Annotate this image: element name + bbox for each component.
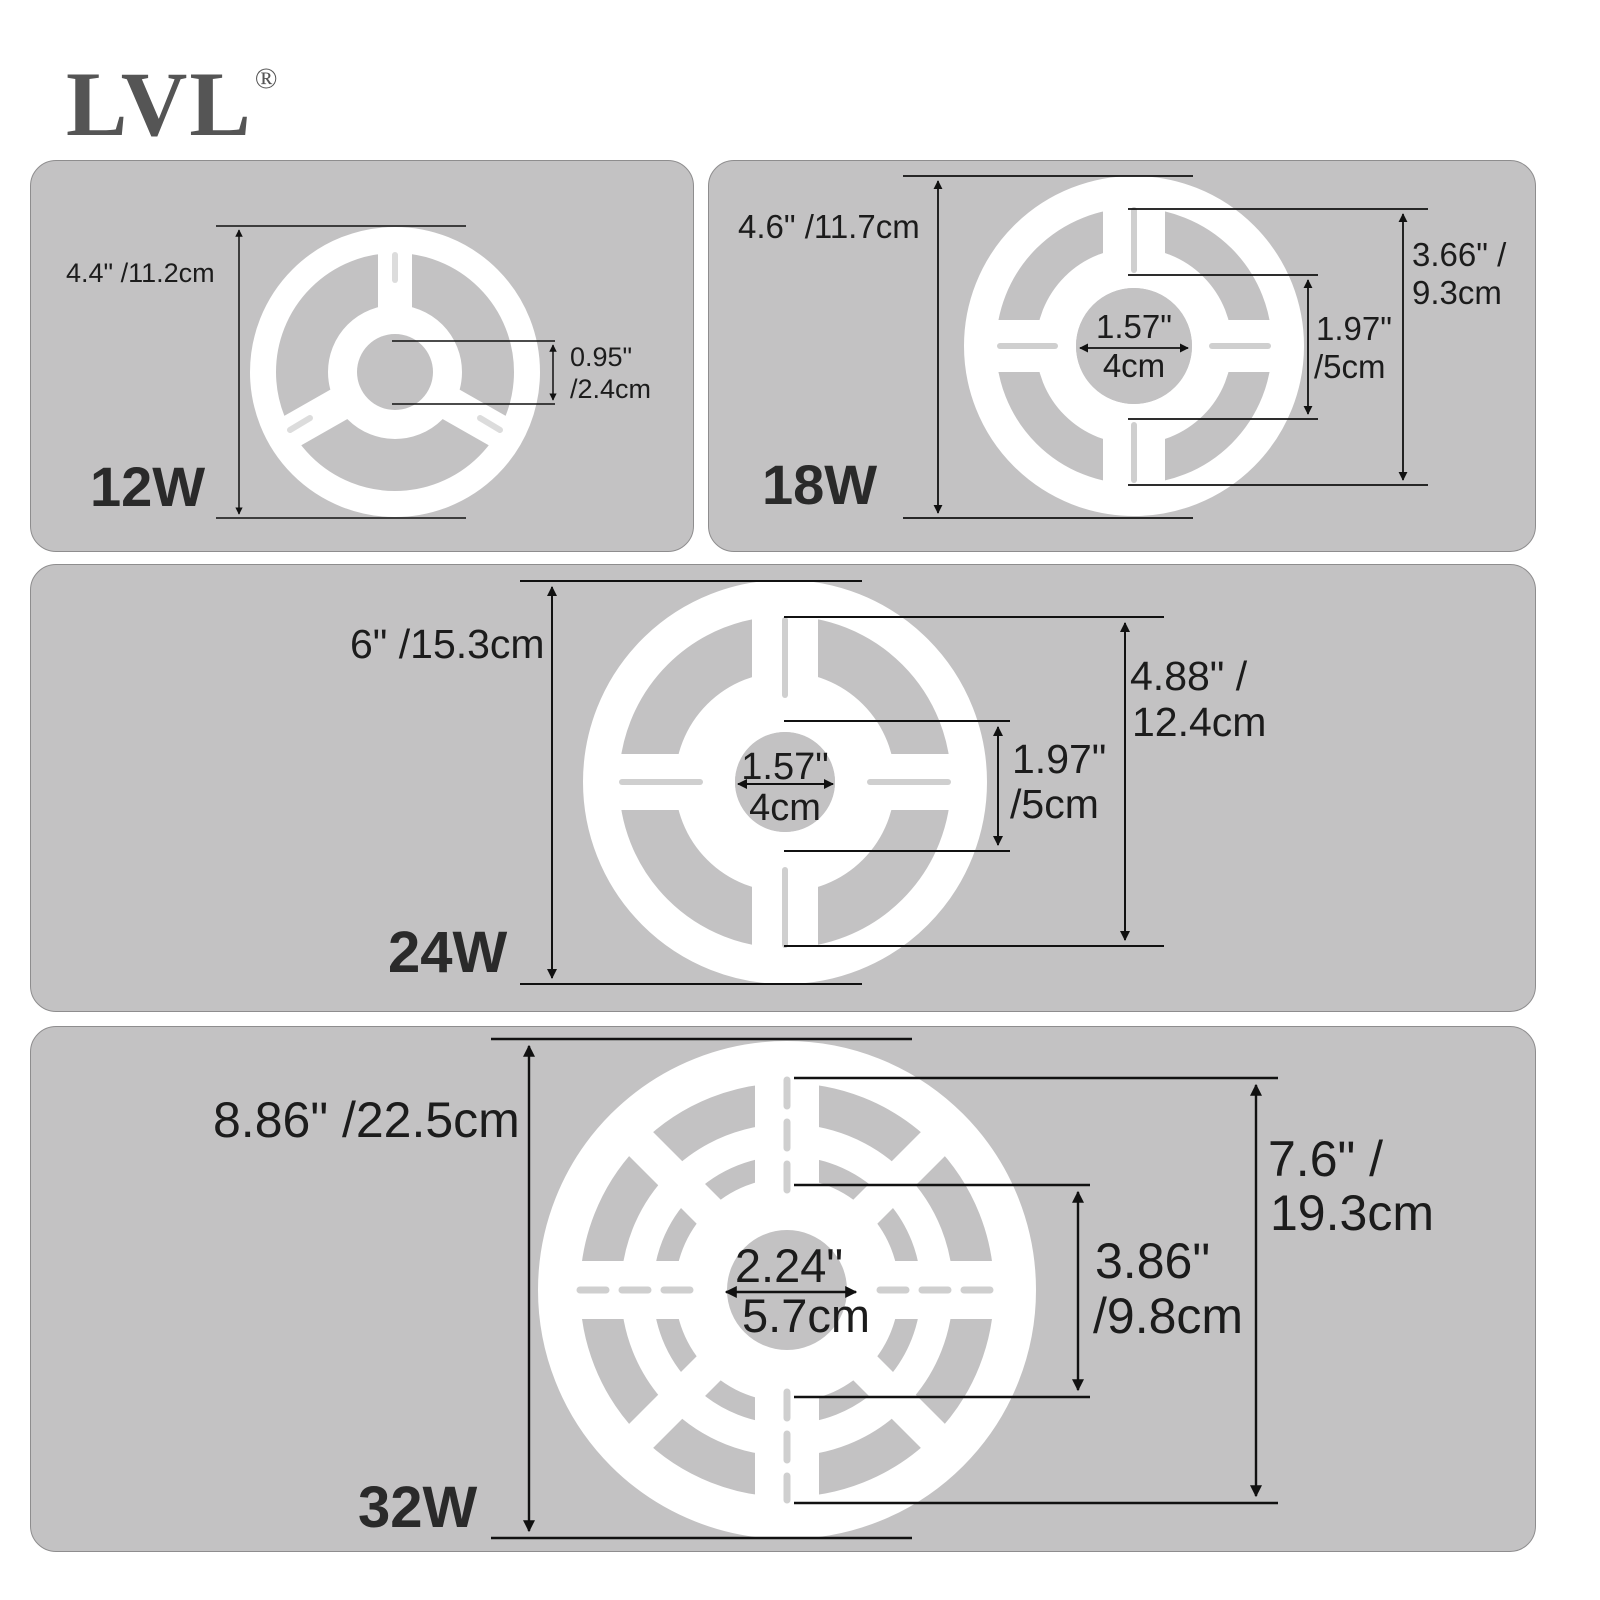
- mount-span-label-18w-a: 1.97": [1316, 310, 1392, 347]
- wattage-label-32w: 32W: [358, 1475, 478, 1540]
- center-hole-label-24w-b: 4cm: [749, 787, 821, 829]
- outer-diameter-label-12w: 4.4" /11.2cm: [66, 258, 215, 288]
- dims-24w: [520, 580, 1164, 985]
- dims-12w: [216, 225, 557, 519]
- ring-32w-slots: [576, 1076, 1004, 1504]
- mount-span-label-18w-b: /5cm: [1314, 348, 1386, 385]
- outer-diameter-label-32w: 8.86" /22.5cm: [213, 1092, 520, 1148]
- registered-mark: ®: [254, 62, 280, 95]
- outer-diameter-label-24w: 6" /15.3cm: [350, 621, 545, 667]
- brand-logo-text: LVL: [66, 53, 253, 155]
- inner-span-label-32w-a: 7.6" /: [1268, 1131, 1383, 1187]
- ring-24w-slots: [619, 617, 951, 948]
- dims-18w: [903, 175, 1428, 519]
- mount-span-label-32w-a: 3.86": [1095, 1233, 1210, 1289]
- center-hole-label-18w-a: 1.57": [1096, 308, 1172, 345]
- center-hole-label-18w-b: 4cm: [1103, 347, 1165, 384]
- wattage-label-12w: 12W: [90, 455, 205, 518]
- mount-span-label-24w-a: 1.97": [1012, 736, 1106, 782]
- center-hole-label-32w-a: 2.24": [735, 1239, 843, 1292]
- inner-span-label-24w-a: 4.88" /: [1130, 653, 1248, 699]
- inner-span-label-18w-a: 3.66" /: [1412, 236, 1507, 273]
- center-hole-label-32w-b: 5.7cm: [742, 1289, 870, 1342]
- center-hole-label-12w-b: /2.4cm: [570, 374, 651, 404]
- inner-span-label-18w-b: 9.3cm: [1412, 274, 1502, 311]
- center-hole-label-12w-a: 0.95": [570, 342, 632, 372]
- ring-18w-slots: [997, 207, 1271, 483]
- wattage-label-24w: 24W: [388, 920, 508, 985]
- brand-logo: LVL®: [66, 58, 280, 150]
- outer-diameter-label-18w: 4.6" /11.7cm: [738, 208, 920, 245]
- inner-span-label-24w-b: 12.4cm: [1132, 699, 1266, 745]
- mount-span-label-24w-b: /5cm: [1010, 781, 1099, 827]
- wattage-label-18w: 18W: [762, 453, 877, 516]
- ring-12w-slots: [287, 252, 503, 433]
- dims-32w: [491, 1037, 1278, 1540]
- center-hole-label-24w-a: 1.57": [741, 746, 828, 788]
- inner-span-label-32w-b: 19.3cm: [1270, 1185, 1434, 1241]
- mount-span-label-32w-b: /9.8cm: [1093, 1288, 1243, 1344]
